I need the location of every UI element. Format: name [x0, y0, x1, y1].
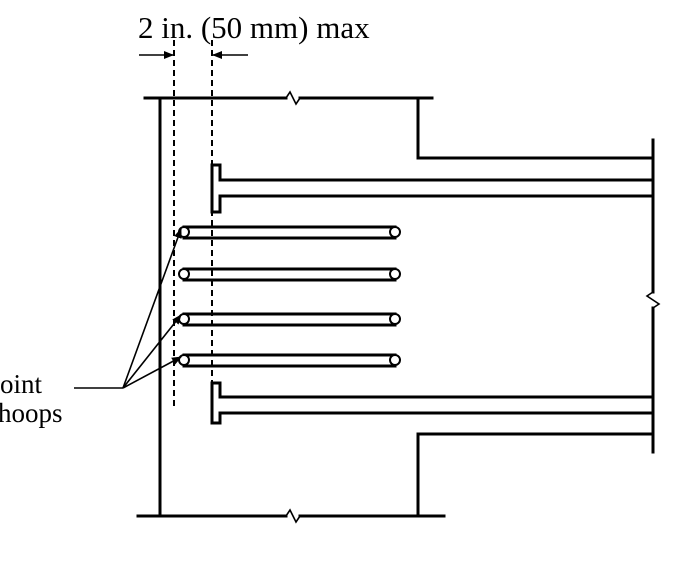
leader-arrow [122, 356, 182, 389]
leader-arrow [122, 314, 182, 389]
leader-arrow [122, 228, 182, 389]
hoop [178, 267, 401, 282]
hoops-label-line1: oint [0, 369, 43, 399]
hoop [178, 353, 401, 368]
hoops-label-line2: hoops [0, 398, 63, 428]
top-beam-bar [210, 163, 655, 214]
column-outline [136, 90, 655, 524]
dimension-label: 2 in. (50 mm) max [138, 10, 370, 45]
bottom-beam-bar [210, 381, 655, 425]
beam-break-line [645, 138, 661, 454]
hoops-leader [74, 228, 182, 389]
